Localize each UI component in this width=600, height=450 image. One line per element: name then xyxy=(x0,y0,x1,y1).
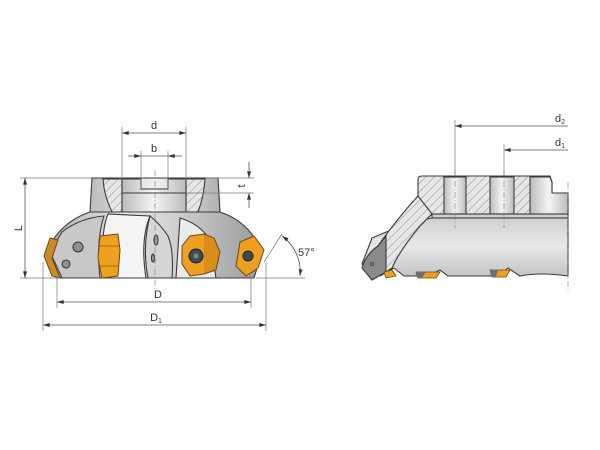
section-end xyxy=(529,176,569,215)
label-t: t xyxy=(236,184,248,187)
flute-2 xyxy=(144,215,174,279)
label-d1: d1 xyxy=(555,137,565,150)
label-D1: D1 xyxy=(150,312,162,325)
torx-screw xyxy=(242,250,254,262)
label-angle: 57° xyxy=(298,247,315,259)
label-d: d xyxy=(151,120,157,132)
label-D: D xyxy=(154,289,162,301)
coolant-hole xyxy=(150,253,156,263)
section-hatch-arm xyxy=(377,195,433,273)
label-d2: d2 xyxy=(555,113,565,126)
front-view xyxy=(43,170,265,290)
screw-head xyxy=(61,259,71,269)
section-insert xyxy=(383,269,397,279)
bore-d1 xyxy=(489,176,515,215)
front-dimensions: d b t L D D1 57° xyxy=(13,120,315,331)
label-L: L xyxy=(13,225,25,231)
screw-head xyxy=(72,241,84,253)
base-plate xyxy=(431,213,569,219)
section-nose xyxy=(361,234,387,281)
section-dimensions: d2 d1 xyxy=(454,113,568,176)
dim-angle xyxy=(281,235,303,277)
coolant-hole xyxy=(153,234,159,246)
label-b: b xyxy=(151,143,157,155)
section-view xyxy=(361,170,569,290)
insert-center-left xyxy=(97,233,121,279)
